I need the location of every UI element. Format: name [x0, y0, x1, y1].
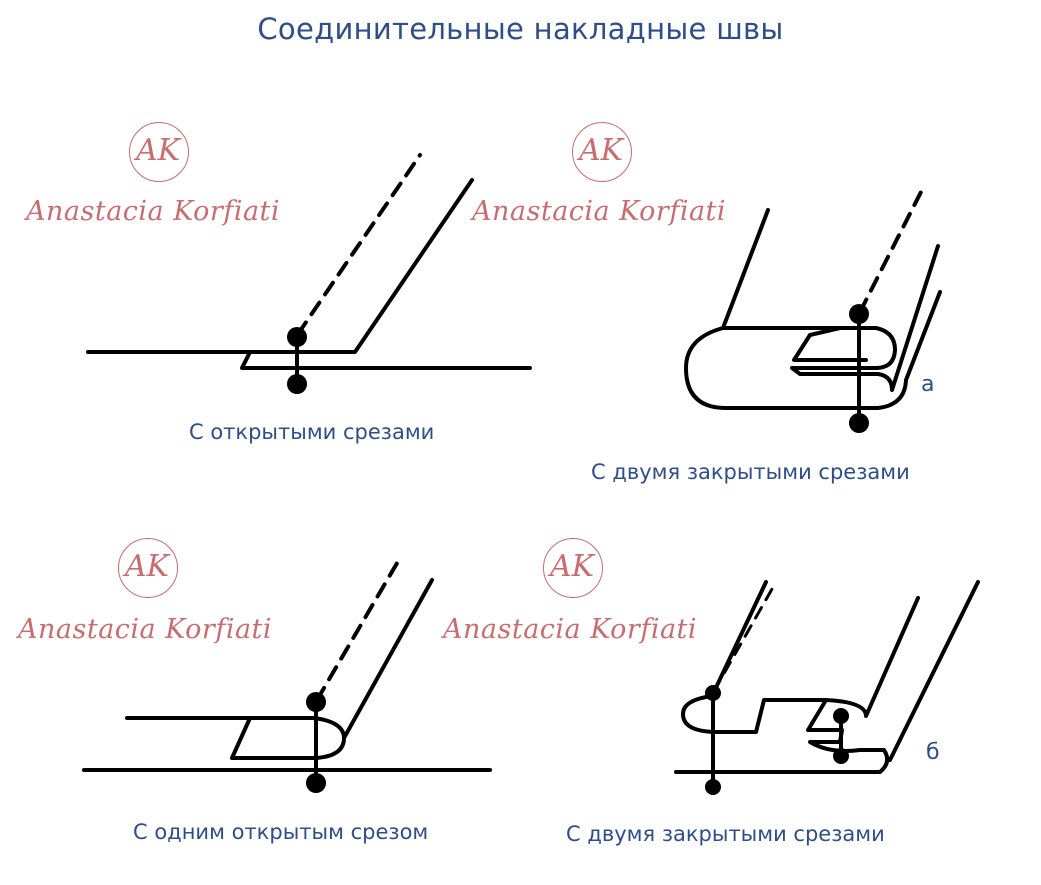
watermark-name: Anastacia Korfiati — [18, 614, 273, 645]
stitch-dot-top — [287, 327, 307, 347]
stitch-dot-left-bottom — [705, 779, 721, 795]
watermark-monogram-circle — [572, 122, 632, 182]
watermark-monogram: AK — [578, 133, 624, 168]
upper-folded-layer — [125, 716, 346, 760]
inner-folded-layer — [721, 244, 940, 392]
caption-two-closed-edges-a: С двумя закрытыми срезами — [591, 460, 910, 484]
diagram-two-closed-edges-a — [684, 188, 942, 433]
stitch-dot-bottom — [287, 374, 307, 394]
upper-layer-rise — [342, 578, 434, 740]
watermark-monogram-circle — [129, 122, 189, 182]
dashed-stitch-line — [858, 188, 924, 314]
variant-mark-a: а — [921, 372, 935, 397]
variant-mark-b: б — [926, 740, 940, 765]
page-title: Соединительные накладные швы — [257, 12, 784, 46]
stitch-dot-bottom — [849, 413, 869, 433]
stitch-dot-top — [306, 692, 326, 712]
diagram-two-closed-edges-b — [674, 580, 980, 795]
watermark-monogram: AK — [124, 549, 170, 584]
watermark-monogram-circle — [543, 538, 603, 598]
inner-fold-edge — [792, 326, 868, 362]
dashed-stitch-line — [315, 556, 402, 702]
watermark-monogram-circle — [118, 538, 178, 598]
left-folded-layer — [681, 580, 920, 734]
watermark-name: Anastacia Korfiati — [26, 196, 281, 227]
dashed-stitch-line — [712, 580, 778, 693]
outer-folded-layer — [684, 208, 942, 410]
lower-fabric-layer — [240, 350, 532, 370]
stitch-dot-bottom — [306, 773, 326, 793]
caption-two-closed-edges-b: С двумя закрытыми срезами — [566, 822, 885, 846]
stitch-dot-left-top — [705, 685, 721, 701]
right-folded-layer — [674, 698, 890, 774]
watermark-name: Anastacia Korfiati — [472, 196, 727, 227]
watermark-monogram: AK — [135, 133, 181, 168]
stitch-dot-right-bottom — [833, 748, 849, 764]
stitch-dot-top — [849, 304, 869, 324]
stitch-dot-right-top — [833, 708, 849, 724]
right-layer-rise — [888, 580, 980, 762]
diagram-one-open-edge — [82, 556, 492, 793]
watermark-monogram: AK — [549, 549, 595, 584]
upper-fabric-layer — [86, 178, 474, 354]
caption-open-edges: С открытыми срезами — [189, 420, 435, 444]
caption-one-open-edge: С одним открытым срезом — [133, 820, 429, 844]
watermark-name: Anastacia Korfiati — [443, 614, 698, 645]
diagram-open-edges — [86, 153, 532, 394]
dashed-stitch-line — [296, 153, 422, 336]
